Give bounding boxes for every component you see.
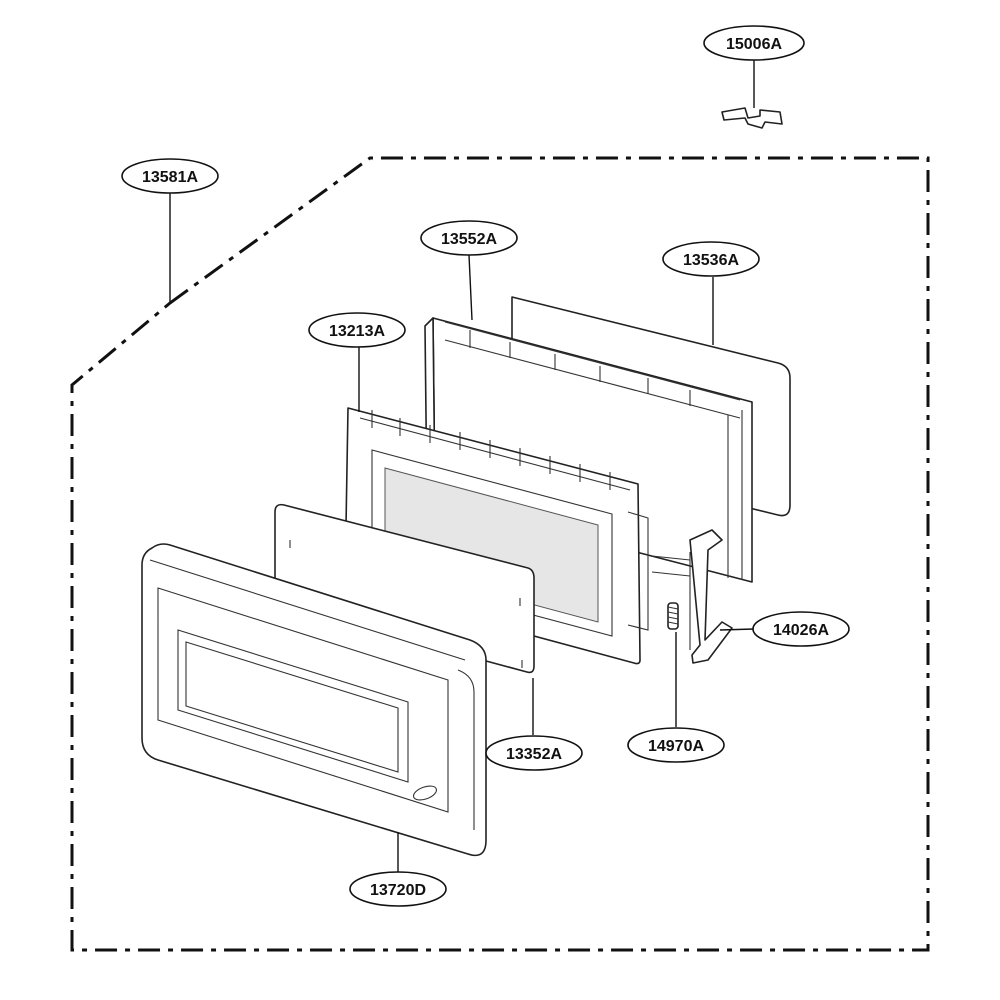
callout-13720D: 13720D — [349, 871, 447, 907]
label-14970A: 14970A — [648, 738, 704, 755]
callout-13213A: 13213A — [308, 312, 406, 348]
part-13720D-door-front — [141, 543, 487, 857]
label-14026A: 14026A — [773, 622, 829, 639]
label-13213A: 13213A — [329, 323, 385, 340]
label-13552A: 13552A — [441, 231, 497, 248]
callout-13536A: 13536A — [662, 241, 760, 277]
part-14970A-spring — [667, 602, 679, 630]
callout-13352A: 13352A — [485, 735, 583, 771]
assembly-boundary — [70, 156, 930, 952]
label-13352A: 13352A — [506, 746, 562, 763]
label-13536A: 13536A — [683, 252, 739, 269]
callout-13581A: 13581A — [121, 158, 219, 194]
callout-13552A: 13552A — [420, 220, 518, 256]
label-15006A: 15006A — [726, 36, 782, 53]
label-13581A: 13581A — [142, 169, 198, 186]
callout-14026A: 14026A — [752, 611, 850, 647]
callout-15006A: 15006A — [703, 25, 805, 61]
callout-14970A: 14970A — [627, 727, 725, 763]
leader-13552A — [468, 254, 473, 321]
part-15006A-bracket — [721, 107, 783, 129]
leader-14026A — [719, 628, 755, 631]
label-13720D: 13720D — [370, 882, 426, 899]
